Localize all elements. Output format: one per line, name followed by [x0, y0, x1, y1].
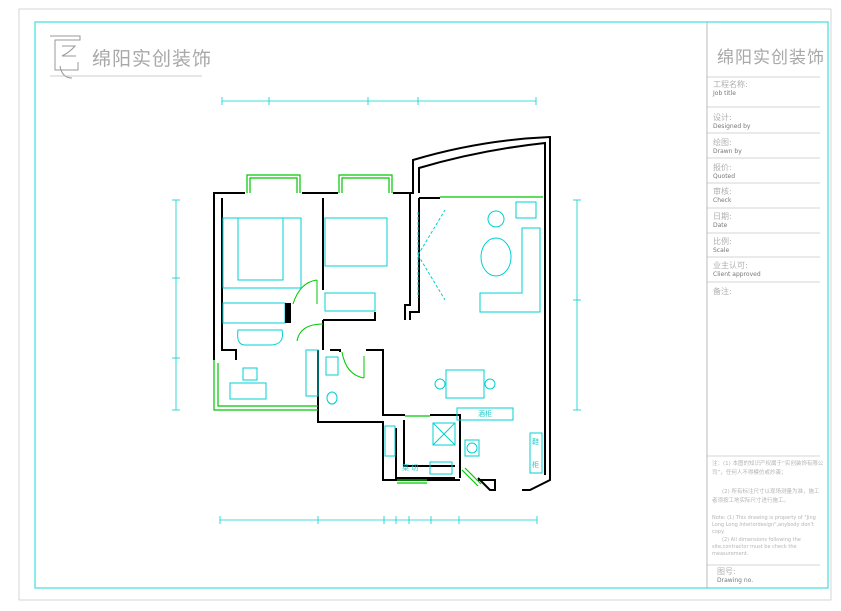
shoe-cabinet: [529, 432, 543, 474]
notes-en-1: Note: (1) This drawing is property of "J…: [712, 515, 816, 535]
field-remarks: 备注:: [713, 287, 732, 296]
notes-cn-2: (2) 所有标注尺寸以现场测量为准，施工者须按工地实际尺寸进行施工。: [712, 489, 820, 504]
field-check: 审核:Check: [713, 187, 732, 204]
shoe-cabinet-label-2: 柜: [532, 461, 539, 469]
dining-table: [445, 369, 485, 399]
furniture: [222, 201, 543, 475]
desk: [229, 382, 267, 400]
field-date: 日期:Date: [713, 212, 732, 229]
field-client-approved: 业主认可:Client approved: [713, 261, 761, 278]
sheet-inner-border: [34, 21, 829, 589]
wardrobe: [222, 302, 286, 324]
sofa: [479, 227, 541, 313]
title-block-company: 绵阳实创装饰: [717, 48, 825, 68]
windows: [213, 174, 543, 487]
drawing-number: 图号:Drawing no.: [717, 567, 754, 584]
field-quoted: 报价:Quoted: [713, 163, 736, 180]
kitchen-counter-label: 菜 切: [402, 464, 419, 472]
coffee-table: [480, 237, 512, 277]
field-scale: 比例:Scale: [713, 237, 732, 254]
notes-cn-1: 注：(1) 本图的知识产权属于“实创装饰有限公司”，任何人不得模仿或抄袭；: [712, 461, 824, 476]
double-bed: [222, 217, 302, 289]
wine-cabinet: [456, 407, 514, 421]
field-designed-by: 设计:Designed by: [713, 113, 751, 130]
sheet-outer-border: [18, 8, 832, 601]
walls: [213, 135, 551, 491]
wine-cabinet-label: 酒柜: [478, 410, 492, 418]
logo-mark-icon: [50, 35, 81, 79]
doors: [292, 279, 365, 379]
title-block-rows: [707, 76, 820, 566]
logo-company-name: 绵阳实创装饰: [92, 48, 213, 70]
pillar: [285, 303, 291, 323]
field-drawn-by: 绘图:Drawn by: [713, 138, 742, 155]
dimension-lines: [172, 97, 581, 524]
bed-2: [324, 217, 388, 267]
shoe-cabinet-label-1: 鞋: [532, 438, 539, 446]
notes-en-2: (2) All dimensions following the site,co…: [712, 537, 801, 557]
wardrobe-2: [324, 292, 376, 312]
field-job-title: 工程名称:Job title: [713, 80, 748, 97]
